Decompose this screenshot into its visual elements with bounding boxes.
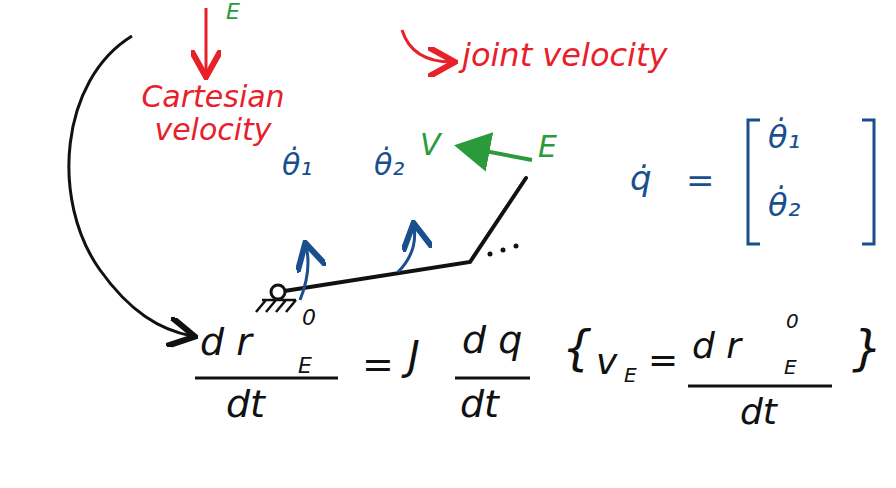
red-hook-arrow [402,30,452,62]
vector-entry: θ̇₂ [768,188,800,223]
velocity-arrow [458,146,532,160]
math-term: dt [740,392,777,432]
math-operator: = [362,344,394,386]
symbol: = [686,162,715,199]
math-superscript: 0 [786,310,799,332]
vector-bracket [748,120,760,244]
rotation-arc [300,246,308,300]
math-superscript: 0 [302,306,316,330]
vector-entry: θ̇₁ [768,120,800,155]
math-term: v [596,342,617,382]
math-brace: { [562,322,593,375]
math-subscript: E [784,356,797,378]
cut-label: E [226,0,240,24]
point-label: E [538,130,557,163]
symbol: q̇ [630,160,652,197]
math-term: dt [460,384,499,426]
red-arrow [205,8,208,74]
fraction-bar [455,377,530,380]
math-operator: = [648,340,678,380]
rotation-arc [398,226,415,272]
vector-bracket [862,120,874,244]
fraction-bar [688,385,832,388]
math-term: d q [462,320,522,362]
math-term: J [408,334,420,378]
math-brace: } [852,322,883,375]
note-label: joint velocity [462,38,667,73]
math-subscript: E [624,364,637,386]
vector-label: V [420,128,441,161]
robot-arm [256,178,526,312]
math-term: dt [226,384,265,426]
fraction-bar [195,377,338,380]
joint-rate-label: θ̇₁ [282,148,312,181]
math-term: d r [200,322,252,364]
note-label: Cartesian velocity [118,80,308,146]
math-term: d r [692,326,741,366]
joint-rate-label: θ̇₂ [374,148,404,181]
math-subscript: E [298,354,312,378]
